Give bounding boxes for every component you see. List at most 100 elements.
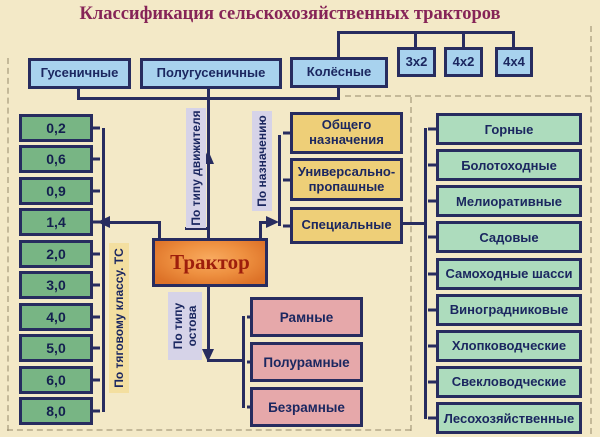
special-type-label: Хлопководческие [451,338,567,354]
special-type-label: Садовые [479,229,539,245]
traction-class-box: 3,0 [19,271,93,300]
traction-class-value: 8,0 [46,402,66,419]
tractor-label: Трактор [170,250,250,275]
traction-class-value: 5,0 [46,340,66,357]
dashed-border-left [7,58,9,431]
traction-class-box: 2,0 [19,239,93,268]
connector-tractor-down [207,287,210,350]
arrow-right-purpose [266,216,279,228]
connector-tractor-left [107,221,161,224]
purpose-special-label: Специальные [301,217,392,233]
traction-class-box: 4,0 [19,302,93,331]
connector-drop-tracked [77,88,80,98]
connector-frame-link [207,359,244,362]
special-type-label: Самоходные шасси [445,266,573,281]
drive-label-underline [185,227,207,230]
box-tractor: Трактор [152,238,268,287]
box-wheeled: Колёсные [290,57,388,88]
arrow-down-frame [202,349,214,362]
connector-special-to-specials [403,222,424,225]
traction-class-value: 0,9 [46,182,66,199]
frame-type-label: Безрамные [268,399,345,415]
by-drive-type-text: По типу движителя [188,110,203,226]
special-type-box: Хлопководческие [436,329,582,362]
box-wheel-formula-4x2: 4х2 [444,47,483,77]
special-type-label: Мелиоративные [456,193,562,209]
traction-class-box: 6,0 [19,365,93,394]
traction-class-value: 4,0 [46,308,66,325]
traction-class-box: 0,6 [19,145,93,174]
box-half-tracked: Полугусеничные [140,58,282,89]
box-wheel-formula-4x4: 4х4 [495,47,533,77]
traction-class-box: 1,4 [19,208,93,237]
connector-drop-4x4 [512,31,515,48]
frame-type-box: Безрамные [250,387,363,427]
traction-bus [102,128,105,412]
box-purpose-row-crop: Универсально-пропашные [290,158,403,201]
frame-type-box: Рамные [250,297,363,337]
connector-drop-3x2 [414,31,417,48]
connector-drop-wheeled [337,88,340,98]
specials-bus [424,128,427,419]
special-type-box: Мелиоративные [436,185,582,218]
by-purpose-text: По назначению [254,115,269,207]
traction-class-value: 0,6 [46,151,66,168]
by-frame-type-line2: остова [185,305,199,347]
special-type-box: Виноградниковые [436,293,582,326]
special-type-box: Горные [436,113,582,145]
traction-class-box: 0,9 [19,176,93,205]
box-purpose-general: Общего назначения [290,112,403,154]
by-frame-type-line1: По типу [170,302,185,350]
special-type-box: Лесохозяйственные [436,402,582,434]
dashed-border-bottom [7,429,411,431]
connector-wheeled-up [337,31,340,58]
box-wheel-formula-3x2: 3х2 [397,47,436,77]
label-by-purpose: По назначению [252,111,272,211]
special-type-label: Горные [484,121,534,137]
traction-class-value: 3,0 [46,277,66,294]
special-type-label: Лесохозяйственные [443,410,575,426]
purpose-row-crop-label: Универсально-пропашные [297,163,396,194]
wheel-formula-4x4-label: 4х4 [503,53,525,69]
box-purpose-special: Специальные [290,207,403,244]
dashed-border-middle [410,97,412,431]
special-type-box: Болотоходные [436,149,582,182]
connector-tractor-right-up [259,221,262,239]
frame-type-label: Рамные [279,309,334,325]
traction-class-value: 6,0 [46,371,66,388]
page-title: Классификация сельскохозяйственных тракт… [79,4,501,24]
frame-type-label: Полурамные [263,354,350,370]
special-type-box: Самоходные шасси [436,257,582,290]
special-type-box: Свекловодческие [436,365,582,398]
label-by-traction-class: По тяговому классу. ТС [109,243,129,393]
purpose-general-label: Общего назначения [309,117,384,147]
frame-bus [242,316,245,408]
wheel-formula-3x2-label: 3х2 [405,53,428,69]
wheel-formula-4x2-label: 4х2 [452,53,475,69]
traction-class-value: 0,2 [46,120,66,136]
connector-tractor-right [259,221,269,224]
box-half-tracked-label: Полугусеничные [156,65,266,81]
special-type-box: Садовые [436,221,582,254]
special-types-column: Горные Болотоходные Мелиоративные Садовы… [436,113,582,434]
traction-class-value: 2,0 [46,245,66,262]
traction-class-value: 1,4 [46,214,66,231]
box-wheeled-label: Колёсные [306,64,372,80]
box-tracked-label: Гусеничные [40,65,119,81]
traction-class-box: 0,2 [19,114,93,142]
special-type-label: Болотоходные [461,157,557,173]
traction-class-column: 0,2 0,6 0,9 1,4 2,0 3,0 4,0 5,0 6,0 8,0 [19,114,93,425]
purpose-bus [278,135,281,226]
connector-drop-4x2 [462,31,465,48]
frame-type-box: Полурамные [250,342,363,382]
by-traction-class-text: По тяговому классу. ТС [111,248,126,388]
box-tracked: Гусеничные [28,58,131,89]
dashed-border-right [590,26,592,434]
connector-tractor-left-up [158,221,161,239]
connector-wheel-formulas-bus [337,31,515,34]
special-type-label: Виноградниковые [449,302,569,318]
label-by-drive-type: По типу движителя [186,108,206,228]
traction-class-box: 5,0 [19,334,93,363]
frame-types-column: Рамные Полурамные Безрамные [250,297,363,427]
